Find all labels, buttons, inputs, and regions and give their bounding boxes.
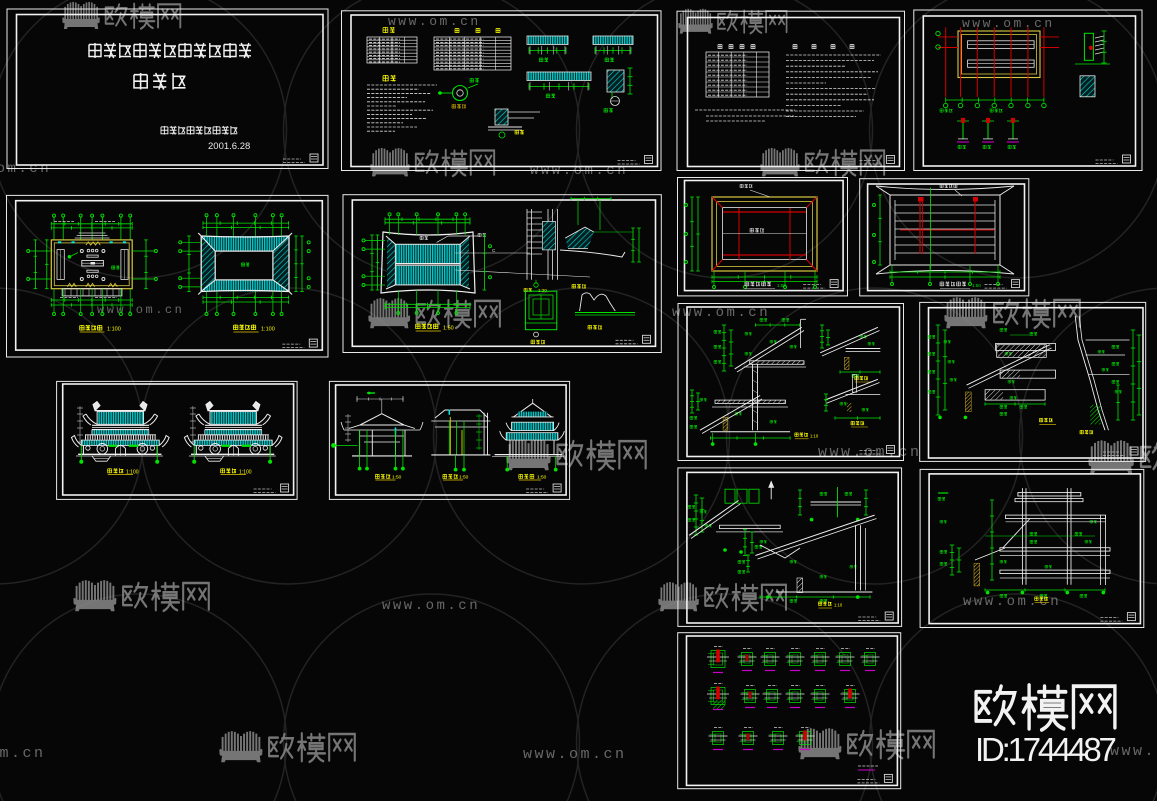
svg-text:www.om.cn: www.om.cn: [97, 303, 184, 317]
svg-text:1:50: 1:50: [537, 475, 547, 481]
svg-text:www.om.cn: www.om.cn: [963, 594, 1061, 610]
svg-text:1:10: 1:10: [834, 603, 843, 608]
svg-text:1:10: 1:10: [810, 434, 819, 439]
svg-text:1:100: 1:100: [126, 469, 139, 475]
svg-text:www.om.cn: www.om.cn: [523, 746, 627, 763]
svg-text:1:50: 1:50: [459, 475, 469, 481]
svg-text:1:50: 1:50: [777, 283, 786, 288]
svg-text:www.om.cn: www.om.cn: [382, 598, 480, 614]
svg-text:1:50: 1:50: [392, 475, 402, 481]
svg-text:1:100: 1:100: [239, 469, 252, 475]
svg-text:1:100: 1:100: [261, 327, 275, 333]
svg-text:www.om.cn: www.om.cn: [388, 14, 481, 29]
svg-text:1:100: 1:100: [107, 327, 121, 333]
svg-text:1:20: 1:20: [538, 288, 547, 293]
svg-text:2001.6.28: 2001.6.28: [208, 141, 250, 152]
svg-text:1:50: 1:50: [443, 325, 454, 331]
svg-text:C: C: [492, 248, 496, 253]
svg-text:1:50: 1:50: [972, 283, 981, 288]
svg-text:ID:1744487: ID:1744487: [975, 731, 1115, 768]
svg-text:www.om.cn: www.om.cn: [0, 745, 46, 762]
svg-text:www.om.cn: www.om.cn: [962, 16, 1055, 31]
svg-text:www.om.cn: www.om.cn: [672, 305, 770, 321]
svg-text:www.om.cn: www.om.cn: [1110, 743, 1157, 760]
svg-text:www.om.cn: www.om.cn: [818, 444, 922, 461]
